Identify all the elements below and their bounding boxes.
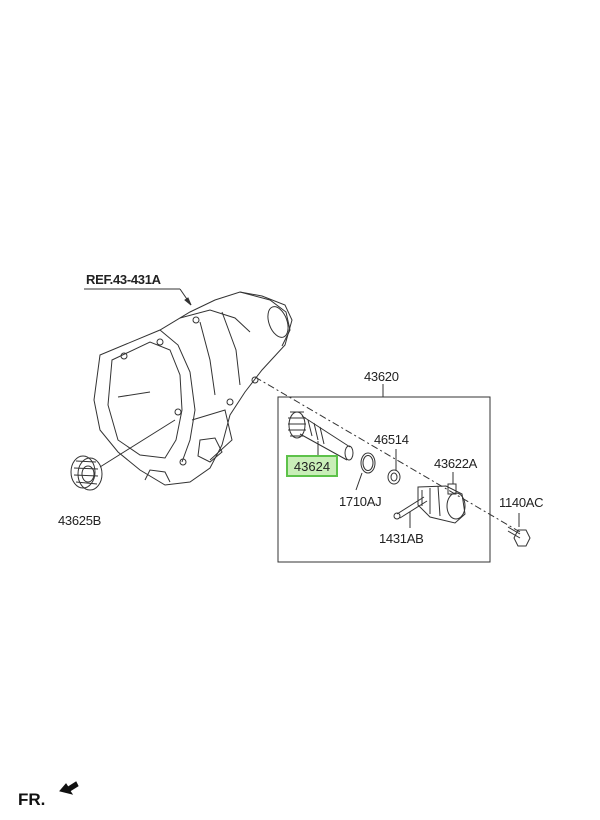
plug-leader xyxy=(99,419,176,468)
bolt-part xyxy=(507,513,531,547)
pin-part xyxy=(393,496,428,528)
sleeve-part xyxy=(417,472,466,524)
clip-part xyxy=(387,449,401,485)
front-label: FR. xyxy=(18,790,46,809)
oring-label: 1710AJ xyxy=(339,494,382,509)
pin-label: 1431AB xyxy=(379,531,424,546)
sleeve-label: 43622A xyxy=(434,456,478,471)
front-arrow-icon xyxy=(59,781,79,795)
oring-part xyxy=(355,452,376,491)
assembly-box xyxy=(277,396,491,563)
ref-leader xyxy=(84,288,192,306)
shaft-label-highlight[interactable]: 43624 xyxy=(286,455,338,477)
plug-label: 43625B xyxy=(58,513,102,528)
bolt-label: 1140AC xyxy=(499,495,544,510)
shaft-part xyxy=(288,411,354,461)
transmission-case xyxy=(93,291,293,486)
axis-line xyxy=(254,376,521,533)
clip-label: 46514 xyxy=(374,432,409,447)
assembly-label: 43620 xyxy=(364,369,399,384)
ref-label: REF.43-431A xyxy=(86,272,161,287)
plug-part xyxy=(70,455,103,491)
shaft-label: 43624 xyxy=(293,458,331,474)
